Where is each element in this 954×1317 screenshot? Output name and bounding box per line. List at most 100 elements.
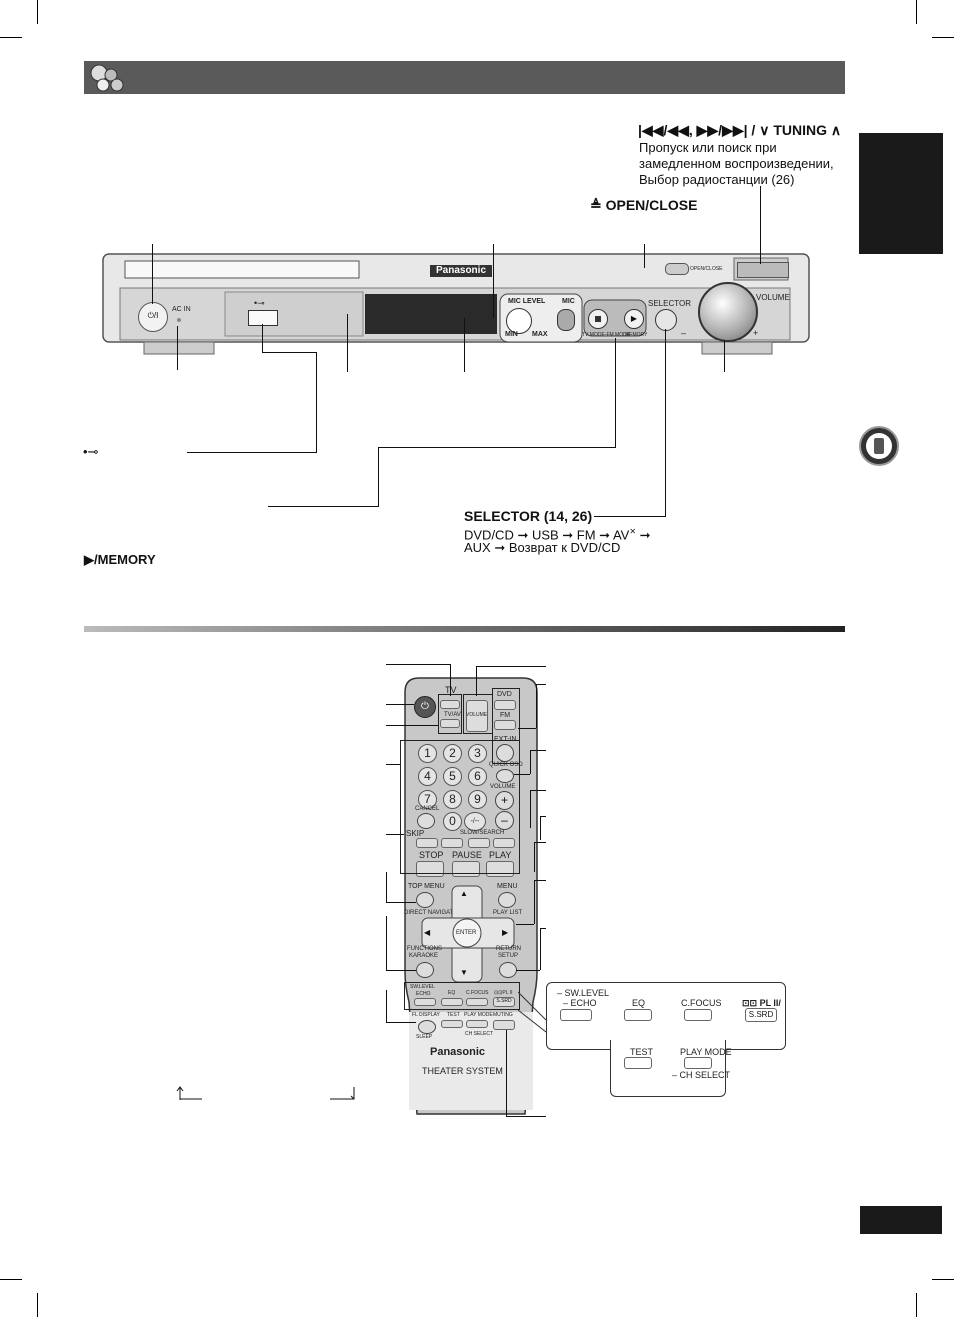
functions-button[interactable] [416, 962, 434, 978]
extin-label: EXT-IN [494, 736, 517, 743]
tv-mode-label: TV MODE-FM MODE [582, 332, 631, 338]
power-button[interactable]: ⏻/I [138, 302, 168, 332]
eq-button[interactable] [441, 998, 463, 1006]
zoom-test-button[interactable] [624, 1057, 652, 1069]
skip-label: SKIP [406, 829, 425, 838]
number-key-1[interactable]: 1 [418, 744, 437, 763]
section-header-bar [84, 61, 845, 94]
functions-label: FUNCTIONS [407, 946, 442, 952]
fl-display-button[interactable] [418, 1020, 436, 1034]
mic-jack[interactable] [557, 309, 575, 331]
s-srd-button[interactable]: S.SRD [493, 997, 515, 1007]
crop-mark [916, 0, 917, 24]
mic-level-knob[interactable] [506, 308, 532, 334]
callout-line [540, 816, 541, 840]
volume-knob[interactable] [698, 282, 758, 342]
play-mode-button[interactable] [466, 1020, 488, 1028]
cursor-left-icon[interactable]: ◀ [424, 928, 431, 937]
direct-navigator-label: DIRECT NAVIGATOR [404, 910, 463, 916]
min-label: MIN [505, 331, 518, 338]
volume-down-button[interactable]: – [495, 811, 514, 830]
crop-mark [932, 37, 954, 38]
return-button[interactable] [499, 962, 517, 978]
selector-button[interactable] [655, 309, 677, 331]
number-key-7[interactable]: 7 [418, 790, 437, 809]
sw-level-button[interactable] [414, 998, 436, 1006]
cancel-button[interactable] [417, 813, 435, 829]
callout-line [347, 314, 348, 372]
zoom-play-mode-button[interactable] [684, 1057, 712, 1069]
cursor-up-icon[interactable]: ▲ [460, 889, 468, 898]
usb-symbol-icon: •⊸ [254, 298, 265, 308]
quick-osd-button[interactable] [496, 769, 514, 783]
tvav-label: TV/AV [444, 712, 461, 718]
tv-power-button[interactable] [440, 700, 460, 709]
group-outline [400, 740, 520, 874]
karaoke-label: KARAOKE [409, 953, 439, 959]
selector-title: SELECTOR (14, 26) [464, 508, 593, 524]
zoom-c-focus-button[interactable] [684, 1009, 712, 1021]
enter-label[interactable]: ENTER [456, 930, 477, 936]
quick-osd-label: QUICK OSD [489, 762, 523, 768]
number-key-5[interactable]: 5 [443, 767, 462, 786]
skip-forward-button[interactable] [441, 838, 463, 848]
callout-line [386, 664, 450, 665]
number-key-0[interactable]: 0 [443, 812, 462, 831]
test-button[interactable] [441, 1020, 463, 1028]
selector-line-1: DVD/CD ➞ USB ➞ FM ➞ AV✕ ➞ [464, 527, 651, 543]
stop-label: STOP [419, 850, 444, 860]
usb-port[interactable] [248, 310, 278, 326]
number-key-2[interactable]: 2 [443, 744, 462, 763]
callout-line [386, 834, 404, 835]
callout-line [514, 774, 530, 775]
sw-level-small-label: SW.LEVEL [410, 984, 435, 990]
volume-label-2: VOLUME [490, 784, 516, 790]
callout-line [386, 916, 387, 970]
zoom-s-srd-button[interactable]: S.SRD [745, 1008, 777, 1022]
cursor-down-icon[interactable]: ▼ [460, 968, 468, 977]
info-round-icon [858, 425, 900, 467]
zoom-eq-button[interactable] [624, 1009, 652, 1021]
callout-line [518, 728, 536, 729]
top-menu-button[interactable] [416, 892, 434, 908]
echo-small-label: ECHO [416, 991, 431, 997]
power-icon: ⏻/I [147, 311, 159, 320]
number-key-4[interactable]: 4 [418, 767, 437, 786]
slow-back-button[interactable] [468, 838, 490, 848]
mic-level-label: MIC LEVEL [508, 298, 546, 305]
callout-line [476, 666, 546, 667]
menu-button[interactable] [498, 892, 516, 908]
stop-tvmode-button[interactable] [588, 309, 608, 329]
slow-forward-button[interactable] [493, 838, 515, 848]
tvav-button[interactable] [440, 719, 460, 728]
tv-volume-button[interactable] [466, 700, 488, 732]
zoom-sw-level-label: – SW.LEVEL [557, 988, 610, 998]
volume-up-button[interactable]: + [495, 791, 514, 810]
number-key-8[interactable]: 8 [443, 790, 462, 809]
zoom-test-label: TEST [630, 1047, 654, 1057]
zoom-sw-level-button[interactable] [560, 1009, 592, 1021]
number-key-dash[interactable]: -/-- [464, 812, 486, 831]
callout-line [530, 790, 531, 828]
play-memory-button[interactable]: ▶ [624, 309, 644, 329]
main-power-button[interactable]: ⏻ [414, 696, 436, 718]
number-key-9[interactable]: 9 [468, 790, 487, 809]
dvd-button[interactable] [494, 700, 516, 710]
callout-line [386, 764, 400, 765]
callout-line [386, 872, 387, 902]
muting-button[interactable] [493, 1020, 515, 1030]
skip-tuning-buttons[interactable] [737, 262, 789, 278]
open-close-button[interactable] [665, 263, 689, 275]
ext-in-button[interactable] [496, 744, 514, 762]
c-focus-button[interactable] [466, 998, 488, 1006]
number-key-6[interactable]: 6 [468, 767, 487, 786]
fm-button[interactable] [494, 720, 516, 730]
disc-tray[interactable] [125, 261, 359, 278]
skip-back-button[interactable] [416, 838, 438, 848]
number-key-3[interactable]: 3 [468, 744, 487, 763]
callout-line [534, 842, 535, 872]
zoom-connector [517, 990, 548, 1034]
cursor-right-icon[interactable]: ▶ [502, 928, 509, 937]
callout-line [316, 352, 317, 453]
callout-line [516, 970, 540, 971]
